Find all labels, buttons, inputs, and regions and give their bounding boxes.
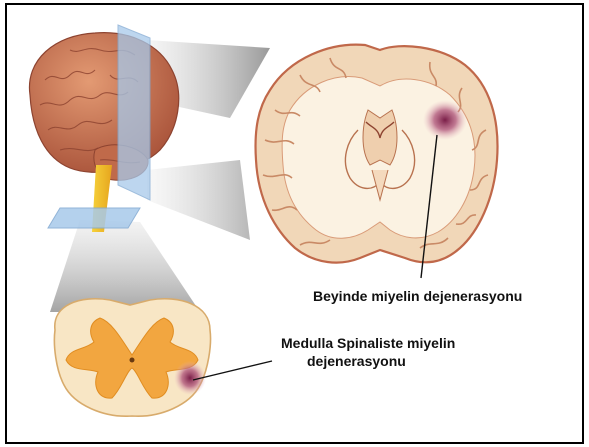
coronal-brain-section [256,45,498,263]
brain-lesion-label: Beyinde miyelin dejenerasyonu [313,288,522,305]
spinal-lesion-label-line1: Medulla Spinaliste miyelin [281,335,455,352]
spinal-cord-section [54,299,210,416]
spine-callout-wedge [50,220,200,312]
whole-brain [29,33,178,181]
spinal-lesion-label-line2: dejenerasyonu [307,353,406,370]
spinal-plane [48,208,140,228]
coronal-plane [118,25,150,200]
